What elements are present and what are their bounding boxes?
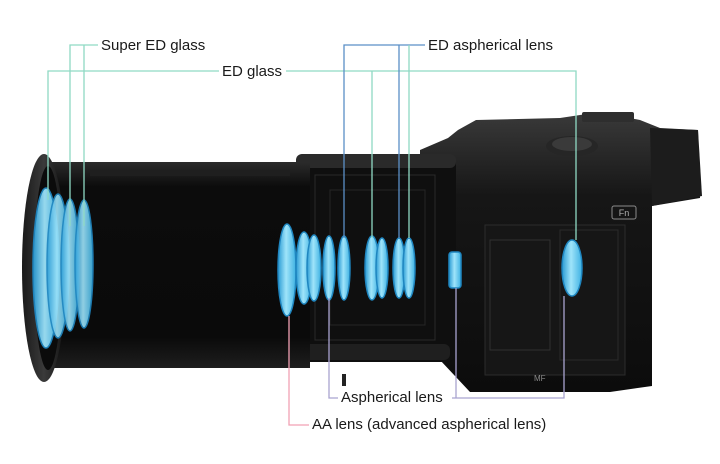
callout-ed-aspherical-lens: ED aspherical lens (425, 37, 557, 55)
mode-badge (611, 205, 637, 220)
mode-badge-text: Fn (619, 208, 630, 218)
front-element-group (32, 187, 94, 349)
leader-ed-asph (343, 44, 425, 238)
camera-body: Fn MF (420, 112, 702, 392)
mf-badge: MF (534, 374, 546, 383)
callout-ed-glass: ED glass (219, 63, 286, 81)
leader-asph (328, 298, 338, 399)
leader-ed-glass (47, 70, 219, 200)
callout-aa-lens: AA lens (advanced aspherical lens) (309, 416, 550, 434)
leader-super-ed (69, 44, 98, 226)
lens-elements (32, 187, 583, 349)
leader-lines (47, 44, 577, 426)
callout-super-ed-glass: Super ED glass (98, 37, 209, 55)
callout-aspherical-lens: Aspherical lens (338, 389, 446, 407)
leader-aa (288, 316, 309, 426)
rear-element (561, 239, 583, 297)
